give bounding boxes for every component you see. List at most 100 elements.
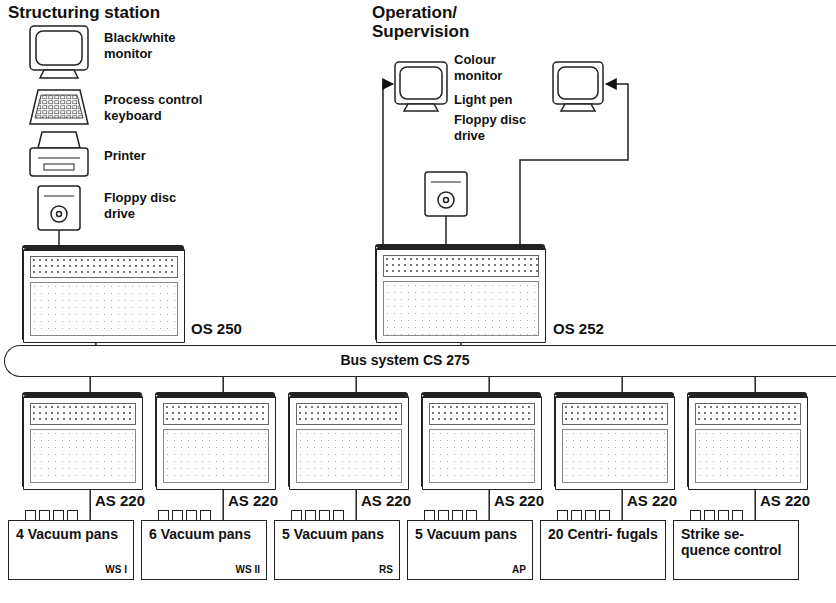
plant-box: 6 Vacuum pansWS II [141,520,267,580]
unit-label: AS 220 [760,492,810,509]
device-label: Floppy disc drive [454,112,540,144]
unit-label: OS 252 [553,320,604,337]
plant-code: WS I [105,564,127,576]
plant-code: RS [379,564,393,576]
device-label: Process control keyboard [104,92,224,124]
bus-connector [621,490,623,520]
terminal-block [200,510,211,521]
vent-panel [296,403,402,425]
plant-label: 4 Vacuum pans [16,526,126,542]
terminal-block [172,510,183,521]
device-label: Floppy disc drive [104,190,190,222]
bus-connector [355,490,357,520]
terminal-block [571,510,582,521]
section-heading: Operation/ Supervision [372,3,494,41]
device-label: Black/white monitor [104,30,199,62]
plant-box: Strike se- quence control [673,520,799,580]
terminal-block [333,510,344,521]
terminal-block [466,510,477,521]
cabinet-outline [555,395,675,490]
rack-panel [30,282,178,336]
terminal-block [39,510,50,521]
terminal-block [452,510,463,521]
terminal-block [718,510,729,521]
plant-box: 5 Vacuum pansAP [407,520,533,580]
terminal-block [599,510,610,521]
cabinet-outline [23,248,185,343]
unit-label: AS 220 [361,492,411,509]
plant-box: 4 Vacuum pans WS I [8,520,134,580]
station-cabinet: AS 220 [421,392,541,487]
unit-label: AS 220 [228,492,278,509]
rack-panel [163,429,269,483]
vent-panel [562,403,668,425]
printer-icon [30,132,88,176]
cabinet-outline [156,395,276,490]
terminal-block [557,510,568,521]
station-cabinet: OS 252 [375,244,545,340]
vent-panel [30,256,178,278]
terminal-block [704,510,715,521]
unit-label: AS 220 [95,492,145,509]
device-label: Light pen [454,92,544,108]
section-heading: Structuring station [8,3,248,22]
terminal-block [186,510,197,521]
plant-box: 20 Centri- fugals [540,520,666,580]
plant-box: 5 Vacuum pansRS [274,520,400,580]
terminal-block [305,510,316,521]
unit-label: OS 250 [191,320,242,337]
terminal-block [690,510,701,521]
cabinet-outline [422,395,542,490]
terminal-block [158,510,169,521]
terminal-block [319,510,330,521]
monitor-cables [383,84,628,244]
rack-panel [383,281,539,336]
plant-label: 20 Centri- fugals [548,526,658,542]
terminal-block [53,510,64,521]
cabinet-outline [376,247,546,343]
terminal-block [438,510,449,521]
unit-label: AS 220 [627,492,677,509]
rack-panel [429,429,535,483]
second-monitor-icon [553,62,603,111]
bus-band: Bus system CS 275 [4,345,836,377]
plant-label: 6 Vacuum pans [149,526,259,542]
bus-connector [222,490,224,520]
cabinet-outline [23,395,143,490]
device-label: Colour monitor [454,52,526,84]
plant-label: Strike se- quence control [681,526,791,558]
keyboard-icon [30,90,88,124]
bus-connector [488,490,490,520]
terminal-block [291,510,302,521]
rack-panel [695,429,801,483]
terminal-block [424,510,435,521]
vent-panel [383,255,539,277]
terminal-block [67,510,78,521]
rack-panel [296,429,402,483]
station-cabinet: AS 220 [155,392,275,487]
plant-label: 5 Vacuum pans [415,526,525,542]
colour-monitor-icon [395,62,447,111]
bus-label: Bus system CS 275 [5,346,805,375]
bw-monitor-icon [30,26,88,78]
vent-panel [30,403,136,425]
rack-panel [562,429,668,483]
plant-label: 5 Vacuum pans [282,526,392,542]
device-label: Printer [104,148,224,164]
floppy-drive-icon [38,186,80,230]
station-cabinet: AS 220 [554,392,674,487]
vent-panel [429,403,535,425]
station-cabinet: AS 220 [288,392,408,487]
cabinet-outline [289,395,409,490]
terminal-block [732,510,743,521]
vent-panel [163,403,269,425]
device-cable [58,230,60,246]
cabinet-outline [688,395,808,490]
station-cabinet: AS 220 [687,392,807,487]
terminal-block [585,510,596,521]
station-cabinet: AS 220 [22,392,142,487]
rack-panel [30,429,136,483]
unit-label: AS 220 [494,492,544,509]
